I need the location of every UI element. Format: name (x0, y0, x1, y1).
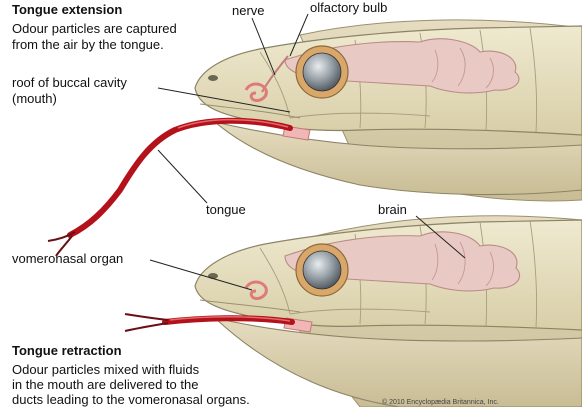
leader-tongue (158, 150, 207, 203)
label-nerve: nerve (232, 3, 265, 18)
top-eye (303, 53, 341, 91)
bottom-tongue-fork-a (125, 314, 168, 320)
bottom-tongue-fork-b (125, 323, 168, 331)
top-heading: Tongue extension (12, 2, 122, 17)
label-tongue: tongue (206, 202, 246, 217)
label-vomeronasal-organ: vomeronasal organ (12, 251, 123, 266)
top-caption-line-2: from the air by the tongue. (12, 37, 164, 52)
top-caption-line-1: Odour particles are captured (12, 21, 177, 36)
bottom-caption-line-1: Odour particles mixed with fluids (12, 362, 200, 377)
label-roof-line-2: (mouth) (12, 91, 57, 106)
label-roof-line-1: roof of buccal cavity (12, 75, 127, 90)
label-brain: brain (378, 202, 407, 217)
copyright-notice: © 2010 Encyclopædia Britannica, Inc. (382, 398, 499, 406)
top-nostril (208, 75, 218, 81)
bottom-caption-line-2: in the mouth are delivered to the (12, 377, 198, 392)
bottom-caption-line-3: ducts leading to the vomeronasal organs. (12, 392, 250, 407)
bottom-eye (303, 251, 341, 289)
bottom-heading: Tongue retraction (12, 343, 122, 358)
label-olfactory-bulb: olfactory bulb (310, 0, 387, 15)
